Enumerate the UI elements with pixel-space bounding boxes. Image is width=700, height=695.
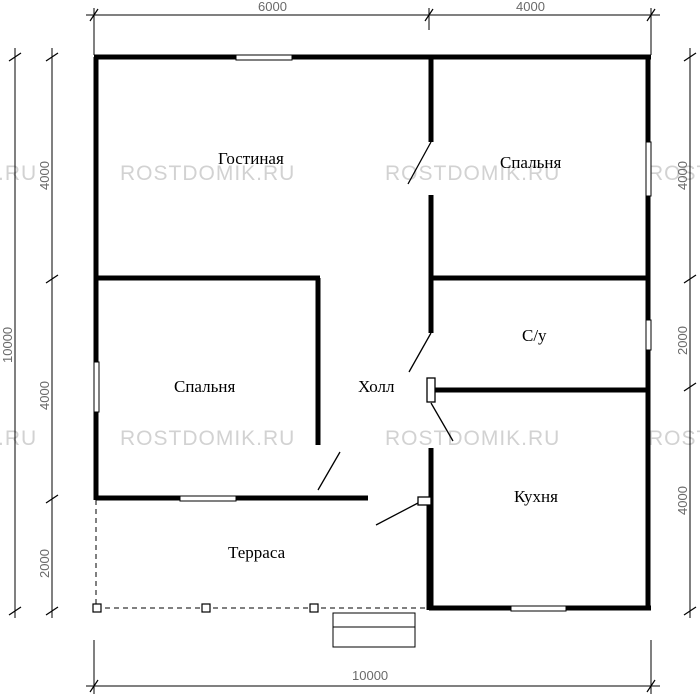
watermark: ROSTDOMIK.RU bbox=[648, 427, 700, 450]
room-labels: Гостиная Спальня С/у Спальня Холл Кухня … bbox=[174, 149, 561, 562]
watermark: .RU bbox=[0, 427, 37, 450]
watermark: ROSTDOMIK.RU bbox=[385, 427, 560, 450]
dim-bottom: 10000 bbox=[352, 668, 388, 683]
watermark: ROSTDOMIK.RU bbox=[120, 427, 295, 450]
room-label-bedroom-left: Спальня bbox=[174, 377, 235, 396]
dim-left-2: 4000 bbox=[37, 381, 52, 410]
dim-right-3: 4000 bbox=[675, 486, 690, 515]
window-terrace bbox=[179, 495, 237, 502]
room-label-kitchen: Кухня bbox=[514, 487, 558, 506]
dim-right-2: 2000 bbox=[675, 326, 690, 355]
watermark: ROSTDOMIK.RU bbox=[648, 162, 700, 185]
left-total-dimension: 10000 bbox=[0, 48, 22, 618]
terrace-post bbox=[309, 603, 319, 613]
dim-left-total: 10000 bbox=[0, 327, 15, 363]
dim-top-right: 4000 bbox=[516, 0, 545, 14]
door-living-bedroom bbox=[407, 141, 432, 185]
window-right-bath bbox=[645, 319, 652, 351]
interior-walls bbox=[96, 57, 648, 608]
room-label-bedroom-top: Спальня bbox=[500, 153, 561, 172]
door-bathroom bbox=[408, 332, 432, 373]
room-label-terrace: Терраса bbox=[228, 543, 286, 562]
window-top bbox=[235, 54, 293, 61]
terrace-outline bbox=[92, 500, 429, 613]
doors bbox=[317, 141, 454, 526]
door-entrance bbox=[375, 502, 419, 526]
dim-top-left: 6000 bbox=[258, 0, 287, 14]
exterior-walls bbox=[93, 54, 652, 612]
room-label-bathroom: С/у bbox=[522, 326, 547, 345]
door-kitchen bbox=[430, 402, 454, 442]
dim-left-3: 2000 bbox=[37, 549, 52, 578]
dim-left-1: 4000 bbox=[37, 161, 52, 190]
dim-right-1: 4000 bbox=[675, 161, 690, 190]
watermarks: ROSTDOMIK.RU ROSTDOMIK.RU .RU ROSTDOMIK.… bbox=[0, 162, 700, 450]
terrace-post bbox=[92, 603, 102, 613]
left-section-dimension: 4000 4000 2000 bbox=[37, 48, 59, 618]
window-kitchen bbox=[510, 605, 567, 612]
window-right-top bbox=[645, 141, 652, 197]
door-left-bedroom bbox=[317, 451, 341, 491]
watermark: ROSTDOMIK.RU bbox=[385, 162, 560, 185]
watermark: ROSTDOMIK.RU bbox=[120, 162, 295, 185]
top-dimension: 6000 4000 bbox=[86, 0, 660, 55]
room-label-hall: Холл bbox=[358, 377, 395, 396]
terrace-post bbox=[201, 603, 211, 613]
right-section-dimension: 4000 2000 4000 bbox=[675, 48, 697, 618]
window-left bbox=[93, 361, 100, 413]
bottom-dimension: 10000 bbox=[86, 640, 660, 694]
room-label-living: Гостиная bbox=[218, 149, 284, 168]
watermark: .RU bbox=[0, 162, 37, 185]
entrance-steps bbox=[332, 612, 416, 648]
